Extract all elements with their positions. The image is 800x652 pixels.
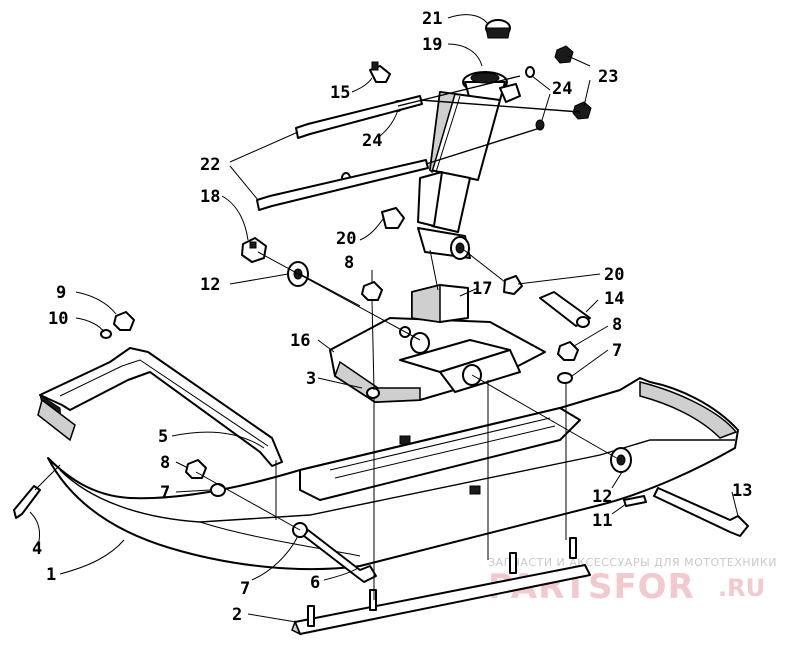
callout-22: 22 [200,155,220,175]
callout-3: 3 [306,369,316,389]
ski-mount-hole [399,435,411,445]
callout-labels: 21 19 23 24 15 24 22 18 20 8 20 17 14 12… [32,9,752,625]
callout-20: 20 [336,229,356,249]
callout-15: 15 [330,83,350,103]
callout-11: 11 [592,511,612,531]
callout-5: 5 [158,427,168,447]
ski-mount-hole [469,485,481,495]
wear-bar-stud [307,605,315,627]
callout-10: 10 [48,309,68,329]
part-8-nuts [185,281,579,479]
callout-2: 2 [232,605,242,625]
part-18-nut [241,237,267,263]
shock-absorber [417,71,521,260]
callout-12: 12 [200,275,220,295]
callout-12: 12 [592,487,612,507]
callout-16: 16 [290,331,310,351]
callout-1: 1 [46,565,56,585]
shock-top-bracket [499,83,521,103]
part-23-nuts [554,45,592,120]
callout-9: 9 [56,283,66,303]
wear-bar [291,537,591,636]
callout-8: 8 [344,253,354,273]
callout-23: 23 [598,67,618,87]
callout-4: 4 [32,539,42,559]
part-20-bushings [381,207,523,295]
callout-14: 14 [604,289,624,309]
callout-7: 7 [240,579,250,599]
callout-7: 7 [612,341,622,361]
watermark-tagline: ЗАПЧАСТИ И АКСЕССУАРЫ ДЛЯ МОТОТЕХНИКИ [488,556,777,569]
callout-21: 21 [422,9,442,29]
callout-24: 24 [552,79,572,99]
ski-body [47,377,739,571]
callout-13: 13 [732,481,752,501]
part-4-bolt [13,485,41,519]
wear-bar-stud [509,552,517,574]
watermark-domain: .RU [718,574,765,602]
part-6-bolt [303,529,377,583]
callout-17: 17 [472,279,492,299]
callout-8: 8 [612,315,622,335]
part-21-cap [485,19,511,39]
callout-8: 8 [160,453,170,473]
ski-handle-loop [37,347,283,467]
ski-saddle [329,317,546,403]
callout-6: 6 [310,573,320,593]
part-13-bolt [653,487,749,537]
part-9-10-nut-washer [100,311,135,339]
callout-leaders [29,14,739,623]
callout-24: 24 [362,131,382,151]
part-22-bolts [256,75,581,211]
part-15-fitting [369,61,391,83]
part-14-sleeve [539,291,591,328]
assembly-lines [34,249,621,600]
callout-7: 7 [160,483,170,503]
callout-20: 20 [604,265,624,285]
saddle-bushing [410,332,430,354]
wear-bar-stud [569,537,577,559]
wear-bar-stud [369,589,377,611]
callout-19: 19 [422,35,442,55]
spindle-block [411,284,469,323]
callout-18: 18 [200,187,220,207]
